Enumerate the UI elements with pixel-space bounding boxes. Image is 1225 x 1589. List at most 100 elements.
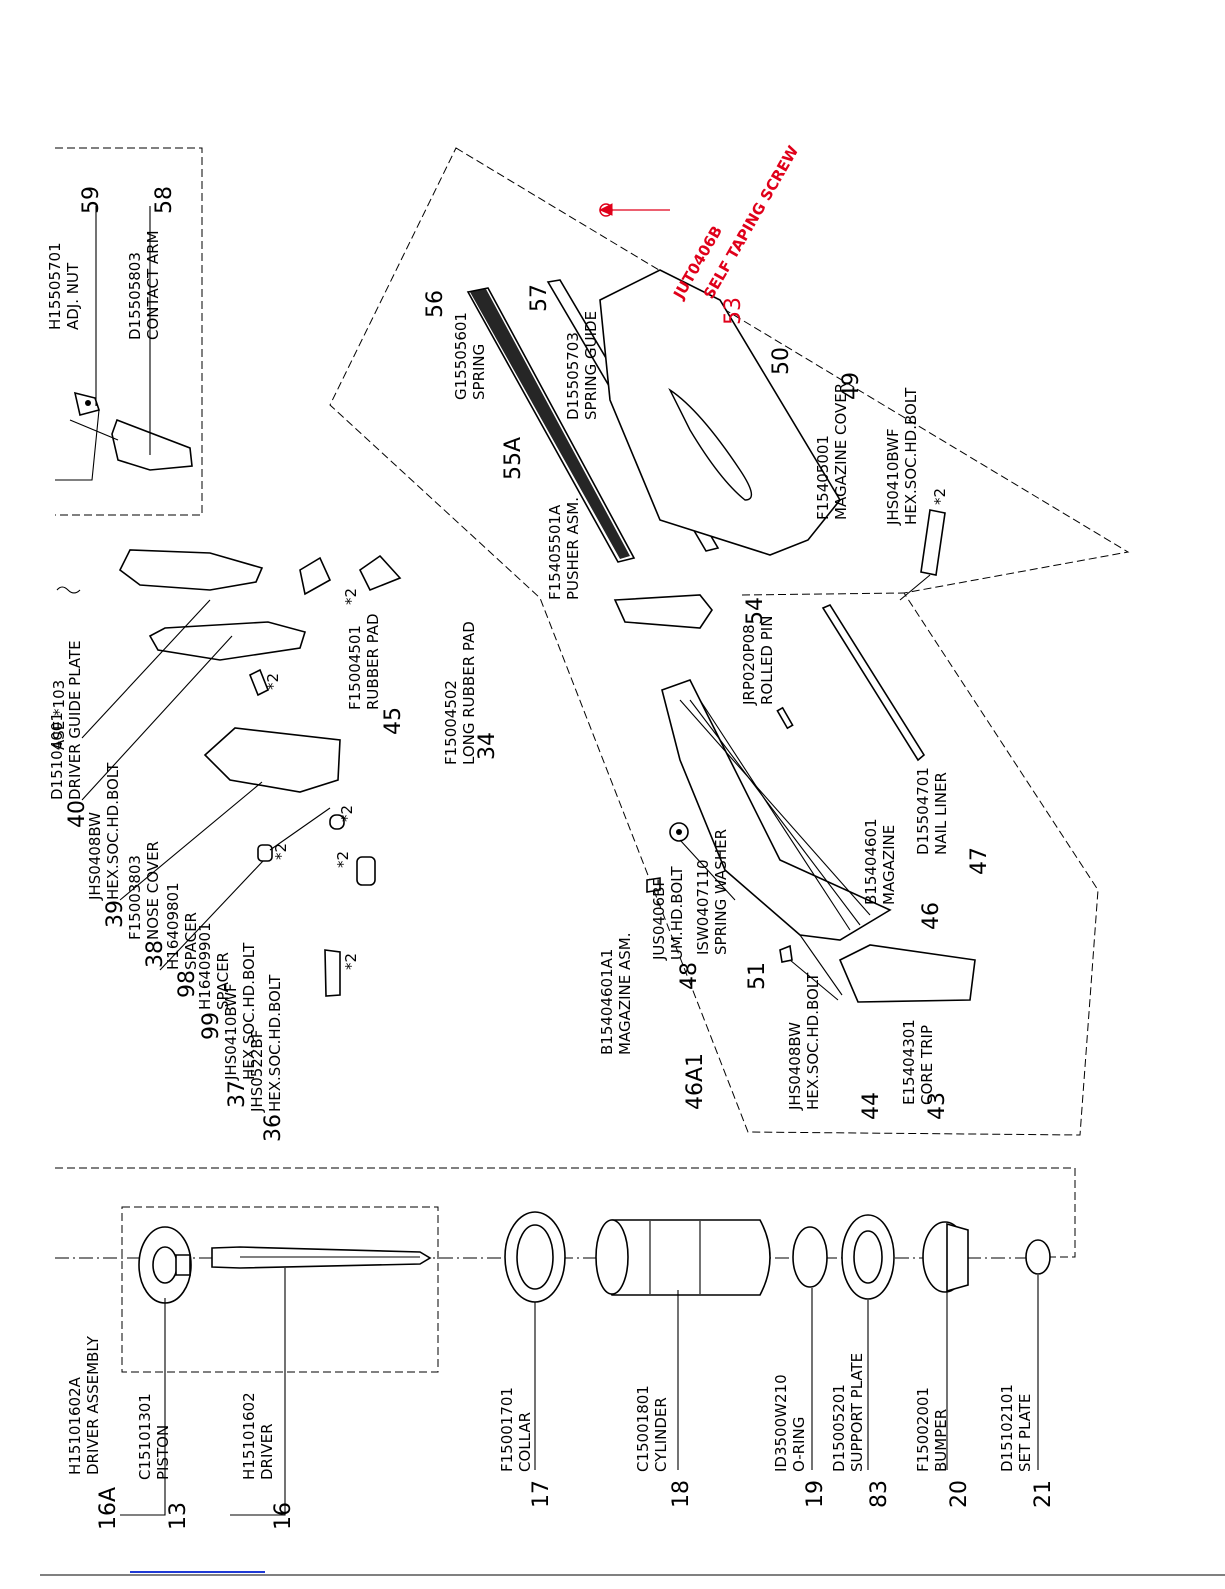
spring-guide-number: 57: [527, 284, 552, 312]
magazine-cover-number: 50: [769, 347, 794, 375]
rolled-pin-code: JRP020P08: [740, 624, 758, 706]
core-trip-code: E15404301: [900, 1019, 918, 1105]
nose-cover-code: F15003803: [126, 855, 144, 940]
set-plate-shape: [1025, 1239, 1051, 1275]
magazine-code: B15404601: [862, 818, 880, 905]
magazine-name: MAGAZINE: [880, 825, 898, 905]
support-plate-number: 83: [867, 1480, 892, 1508]
magazine-asm-number: 46A1: [683, 1053, 708, 1110]
nose-cover-name: NOSE COVER: [144, 841, 162, 940]
nail-liner-name: NAIL LINER: [932, 772, 950, 855]
pusher-code: F15405501A: [546, 504, 564, 600]
collar-code: F15001701: [498, 1387, 516, 1472]
spring-code: G15505601: [452, 312, 470, 400]
bolt-44-name: HEX.SOC.HD.BOLT: [804, 972, 822, 1110]
bumper-name: BUMPER: [932, 1409, 950, 1472]
adj-nut-name: ADJ. NUT: [64, 262, 82, 330]
bolt-37-code: JHS0410BWF: [222, 983, 240, 1081]
magazine-cover-shape: [599, 269, 841, 556]
rubber-pad-name: RUBBER PAD: [364, 613, 382, 710]
driver-number: 16: [271, 1502, 296, 1530]
magazine-cover-code: F15405001: [814, 435, 832, 520]
bottom-stack-art: [120, 1211, 1051, 1516]
magazine-asm-name: MAGAZINE ASM.: [616, 933, 634, 1055]
bumper-number: 20: [947, 1480, 972, 1508]
bolt-37-name: HEX.SOC.HD.BOLT: [240, 942, 258, 1080]
qty-mark-36: *2: [342, 953, 360, 970]
cylinder-number: 18: [669, 1480, 694, 1508]
cylinder-name: CYLINDER: [652, 1397, 670, 1472]
long-rubber-pad-shape: [358, 554, 402, 592]
spring-name: SPRING: [470, 344, 488, 400]
driver-guide-plate-shape: [118, 549, 264, 591]
driver-assembly-name: DRIVER ASSEMBLY: [84, 1335, 102, 1475]
driver-guide-plate-name: DRIVER GUIDE PLATE: [66, 640, 84, 800]
contact-arm-shape: [111, 418, 193, 471]
pusher-number: 55A: [501, 437, 526, 480]
contact-arm-name: CONTACT ARM: [144, 230, 162, 340]
magazine-parts-art: [466, 203, 976, 1003]
nose-partial-text: ASE *103: [50, 680, 68, 750]
qty-mark-37: *2: [338, 805, 356, 822]
adj-nut-number: 59: [79, 186, 104, 214]
spacer-98-name: SPACER: [182, 912, 200, 970]
support-plate-name: SUPPORT PLATE: [848, 1353, 866, 1472]
o-ring-number: 19: [803, 1480, 828, 1508]
spring-washer-number: 48: [677, 962, 702, 990]
bolt-37-number: 37: [225, 1080, 250, 1108]
nose-parts-art: [56, 549, 402, 997]
driver-guide-plate-number: 40: [65, 800, 90, 828]
driver-assembly-code: H15101602A: [66, 1376, 84, 1475]
driver-name: DRIVER: [258, 1423, 276, 1480]
rubber-pad-number: 45: [381, 707, 406, 735]
nail-liner-shape: [821, 603, 926, 762]
um-bolt-name: UM.HD.BOLT: [668, 866, 686, 960]
spring-number: 56: [423, 290, 448, 318]
nail-liner-code: D15504701: [914, 767, 932, 855]
set-plate-number: 21: [1031, 1480, 1056, 1508]
bolt-39-number: 39: [103, 900, 128, 928]
piston-code: C15101301: [136, 1393, 154, 1480]
adj-nut-code: H15505701: [46, 242, 64, 330]
support-plate-code: D15005201: [830, 1384, 848, 1472]
rubber-pad-code: F15004501: [346, 625, 364, 710]
piston-name: PISTON: [154, 1425, 172, 1480]
magazine-number: 46: [919, 902, 944, 930]
bolt-36-code: JHS0522BF: [248, 1030, 266, 1113]
piston-number: 13: [166, 1502, 191, 1530]
bolt-36-number: 36: [261, 1114, 286, 1142]
bumper-code: F15002001: [914, 1387, 932, 1472]
pusher-shape: [613, 594, 713, 629]
qty-mark-39: *2: [264, 673, 282, 690]
set-plate-code: D15102101: [998, 1384, 1016, 1472]
bolt-49-name: HEX.SOC.HD.BOLT: [902, 387, 920, 525]
driver-code: H15101602: [240, 1392, 258, 1480]
magazine-asm-code: B15404601A1: [598, 949, 616, 1055]
spacer-99-name: SPACER: [214, 952, 232, 1010]
spacer-98-number: 98: [175, 970, 200, 998]
bolt-49-number: 49: [839, 372, 864, 400]
o-ring-shape: [792, 1226, 828, 1288]
nail-liner-number: 47: [967, 847, 992, 875]
spring-guide-code: D15505703: [564, 332, 582, 420]
rubber-pad-shape: [299, 556, 332, 596]
bolt-39-code: JHS0408BW: [86, 812, 104, 901]
contact-arm-code: D15505803: [126, 252, 144, 340]
nose-cover-number: 38: [143, 940, 168, 968]
long-rubber-pad-name: LONG RUBBER PAD: [460, 621, 478, 765]
self-taping-screw-name: SELF TAPING SCREW: [700, 142, 803, 302]
self-taping-screw-number: 53: [721, 297, 746, 325]
spring-washer-name: SPRING WASHER: [712, 829, 730, 955]
bolt-44-number: 44: [859, 1092, 884, 1120]
um-bolt-number: 51: [745, 962, 770, 990]
bolt-36-name: HEX.SOC.HD.BOLT: [266, 974, 284, 1112]
o-ring-name: O-RING: [790, 1417, 808, 1472]
nose-cover-shape: [203, 727, 341, 793]
qty-mark-38: *2: [272, 843, 290, 860]
set-plate-name: SET PLATE: [1016, 1394, 1034, 1472]
qty-mark-49: *2: [931, 488, 949, 505]
bolt-49-code: JHS0410BWF: [884, 428, 902, 526]
collar-number: 17: [529, 1480, 554, 1508]
